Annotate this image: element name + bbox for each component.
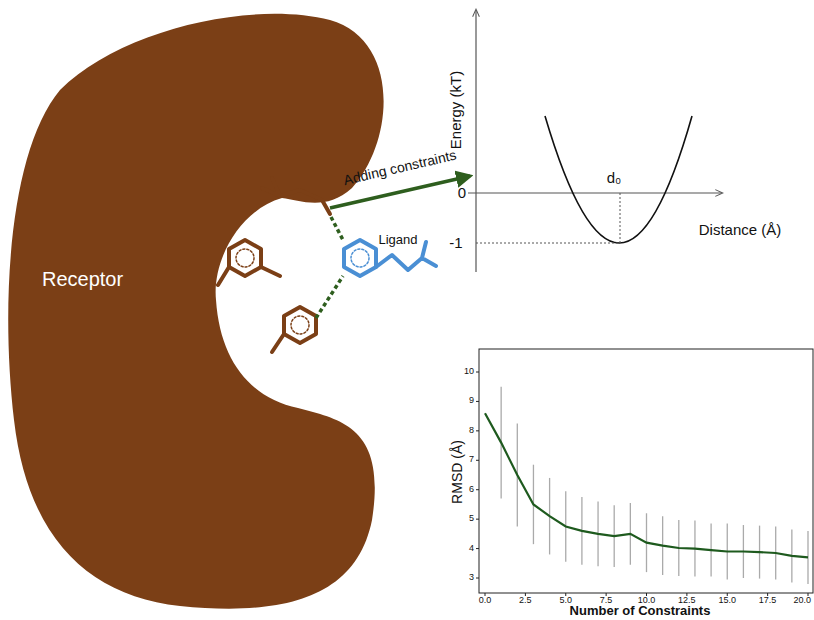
receptor-shape: Receptor [0, 0, 400, 620]
axis-label: d₀ [607, 170, 622, 187]
tick-label: 2.5 [519, 596, 532, 606]
axis-label: 0 [458, 185, 466, 202]
axis-label: Energy (kT) [448, 71, 465, 149]
rmsd-chart [476, 349, 813, 596]
receptor-outline [0, 0, 400, 620]
tick-label: 15.0 [718, 596, 736, 606]
receptor-label: Receptor [42, 268, 123, 291]
axis-label: Distance (Å) [699, 222, 782, 239]
axis-label: -1 [449, 235, 462, 252]
tick-label: 3 [469, 573, 474, 583]
constraint-lines [316, 217, 343, 318]
tick-label: 10 [464, 367, 474, 377]
axis-label: Ligand [378, 233, 417, 247]
tick-label: 0.0 [479, 596, 492, 606]
axis-label: Adding constraints [342, 148, 458, 189]
tick-label: 5 [469, 514, 474, 524]
tick-label: 9 [469, 396, 474, 406]
side-chains [218, 178, 330, 352]
tick-label: 8 [469, 426, 474, 436]
axis-label: RMSD (Å) [450, 440, 465, 504]
axis-label: Number of Constraints [570, 604, 711, 618]
tick-label: 7 [469, 455, 474, 465]
tick-label: 20.0 [793, 596, 811, 606]
energy-plot [468, 10, 722, 272]
tick-label: 6 [469, 485, 474, 495]
tick-label: 4 [469, 544, 474, 554]
tick-label: 17.5 [759, 596, 777, 606]
